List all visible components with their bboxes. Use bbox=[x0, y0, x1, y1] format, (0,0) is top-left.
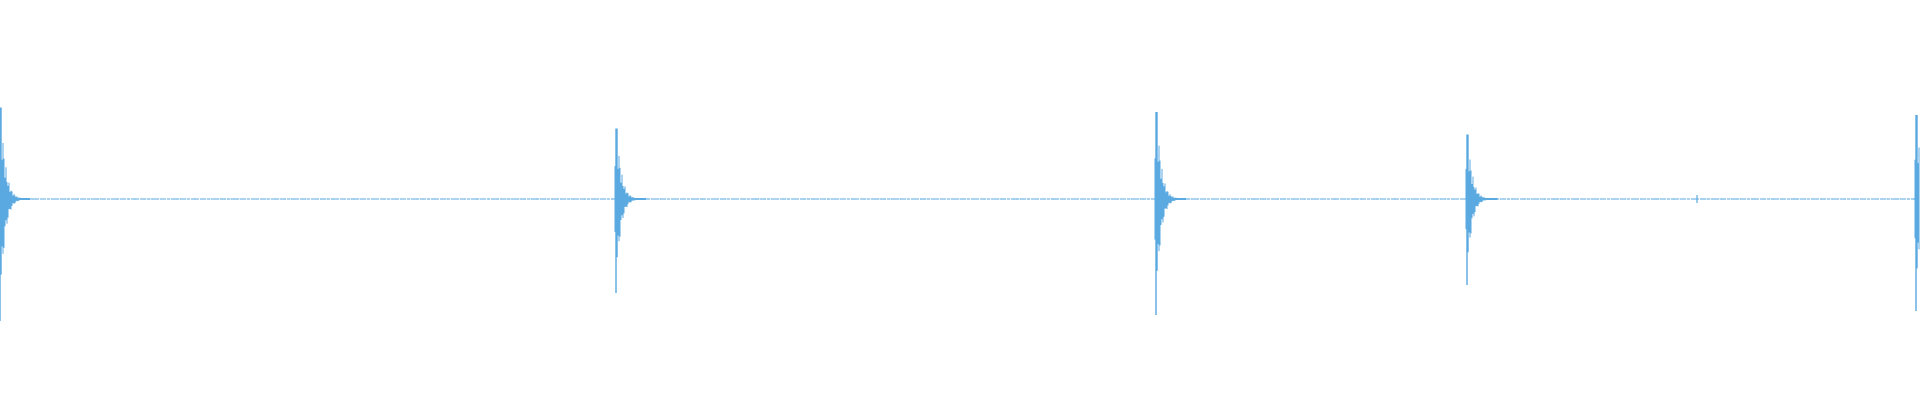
transients-group bbox=[0, 107, 1920, 321]
transient-4 bbox=[1465, 134, 1498, 285]
transient-3 bbox=[1154, 112, 1187, 315]
transient-2 bbox=[614, 128, 647, 293]
baseline-noise bbox=[0, 198, 1918, 200]
transient-1 bbox=[0, 107, 31, 321]
transient-5 bbox=[1914, 115, 1920, 311]
